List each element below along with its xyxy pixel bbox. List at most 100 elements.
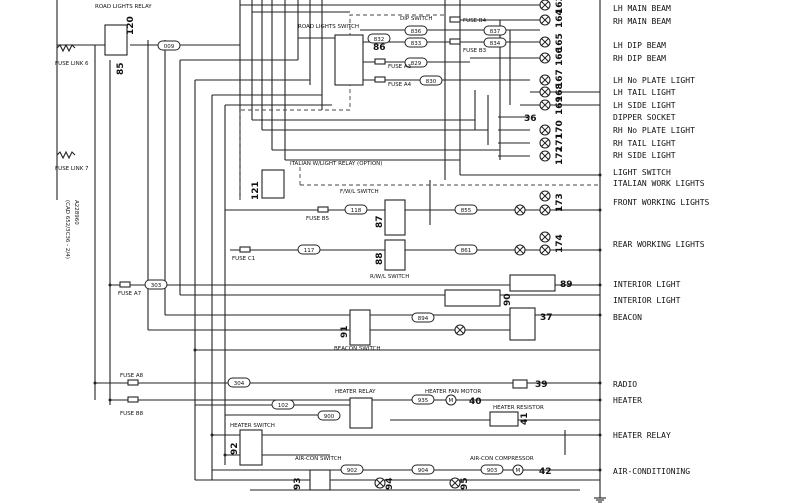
label-beacon: BEACON — [613, 313, 642, 322]
lamp-95 — [449, 477, 461, 489]
wire-902: 902 — [347, 468, 358, 474]
label-aircon-switch: AIR-CON SWITCH — [295, 456, 342, 462]
label-heater-resistor: HEATER RESISTOR — [493, 405, 544, 411]
label-front-working: FRONT WORKING LIGHTS — [613, 198, 710, 207]
ref-94: 94 — [385, 477, 395, 490]
lamp-164 — [539, 14, 551, 26]
ref-174: 174 — [555, 234, 565, 253]
label-rear-working: REAR WORKING LIGHTS — [613, 240, 705, 249]
lamp-173-a — [514, 204, 526, 216]
wire-903: 903 — [487, 468, 498, 474]
ref-171: 171 — [555, 133, 565, 152]
component-labels: ROAD LIGHTS RELAY ROAD LIGHTS SWITCH DIP… — [55, 4, 544, 462]
label-beacon-switch: BEACON SWITCH — [334, 346, 381, 352]
label-fuse-a4: FUSE A4 — [388, 82, 412, 88]
wire-836: 836 — [411, 29, 422, 35]
label-dipper-socket: DIPPER SOCKET — [613, 113, 676, 122]
wire-number-ovals — [144, 25, 507, 475]
label-heater: HEATER — [613, 396, 642, 405]
label-interior-1: INTERIOR LIGHT — [613, 280, 681, 289]
wire-832: 832 — [374, 37, 385, 43]
label-interior-2: INTERIOR LIGHT — [613, 296, 681, 305]
drawing-number: A228960 — [73, 200, 79, 225]
label-fuse-link-6: FUSE LINK 6 — [55, 61, 89, 67]
label-heater-relay-circuit: HEATER RELAY — [613, 431, 671, 440]
wire-861: 861 — [461, 248, 472, 254]
ref-121: 121 — [251, 181, 261, 200]
label-fuse-a3: FUSE A3 — [388, 64, 412, 70]
circuit-labels: LH MAIN BEAM RH MAIN BEAM LH DIP BEAM RH… — [613, 4, 710, 476]
label-fuse-b3: FUSE B3 — [463, 48, 487, 54]
ref-86: 86 — [373, 43, 386, 53]
ref-168: 168 — [555, 83, 565, 102]
wire-117: 117 — [304, 248, 315, 254]
wire-837: 837 — [490, 29, 501, 35]
junction-dots — [93, 173, 602, 472]
fuse-symbols — [119, 16, 461, 403]
label-rh-no-plate: RH No PLATE LIGHT — [613, 126, 695, 135]
label-road-lights-relay: ROAD LIGHTS RELAY — [95, 4, 152, 10]
lamp-166 — [539, 52, 551, 64]
label-air-conditioning: AIR-CONDITIONING — [613, 467, 690, 476]
wire-829: 829 — [411, 61, 422, 67]
ref-87: 87 — [375, 215, 385, 228]
label-fuse-c1: FUSE C1 — [232, 256, 255, 262]
label-lh-dip-beam: LH DIP BEAM — [613, 41, 666, 50]
label-road-lights-switch: ROAD LIGHTS SWITCH — [298, 24, 359, 30]
ref-163: 163 — [555, 0, 565, 14]
italian-option-dashed — [239, 14, 600, 200]
lamp-169 — [539, 99, 551, 111]
label-rwl-switch: R/W/L SWITCH — [370, 274, 409, 280]
lamp-174-b — [539, 231, 551, 243]
ref-173: 173 — [555, 193, 565, 212]
wire-834: 834 — [490, 41, 501, 47]
label-fuse-b5: FUSE B5 — [306, 216, 330, 222]
ref-93: 93 — [293, 477, 303, 490]
lamp-167 — [539, 74, 551, 86]
horizontal-wires — [57, 4, 600, 491]
wire-numbers: 009 832 836 837 833 834 829 830 118 855 … — [151, 29, 501, 474]
ref-164: 164 — [555, 9, 565, 28]
ref-166: 166 — [555, 47, 565, 66]
ref-120: 120 — [126, 16, 136, 35]
lamp-165 — [539, 36, 551, 48]
label-fuse-b4: FUSE B4 — [463, 18, 487, 24]
lamp-173-b — [539, 190, 551, 202]
label-italian-relay: ITALIAN W/LIGHT RELAY (OPTION) — [290, 161, 382, 167]
label-dip-switch: DIP SWITCH — [400, 16, 433, 22]
ref-169: 169 — [555, 96, 565, 115]
lamp-94 — [374, 477, 386, 489]
ref-95: 95 — [460, 477, 470, 490]
lamp-174-c — [539, 244, 551, 256]
fuse-links — [56, 43, 76, 160]
lamp-beacon — [454, 324, 466, 336]
ref-90: 90 — [503, 293, 513, 306]
ref-89: 89 — [560, 280, 573, 290]
wire-304: 304 — [234, 381, 245, 387]
wire-894: 894 — [418, 316, 429, 322]
label-aircon-compressor: AIR-CON COMPRESSOR — [470, 456, 534, 462]
wire-009: 009 — [164, 44, 175, 50]
lamp-174-a — [514, 244, 526, 256]
svg-text:M: M — [449, 398, 454, 404]
label-fuse-a8: FUSE A8 — [120, 373, 144, 379]
ref-37: 37 — [540, 313, 553, 323]
wire-833: 833 — [411, 41, 422, 47]
label-italian-work: ITALIAN WORK LIGHTS — [613, 179, 705, 188]
label-lh-main-beam: LH MAIN BEAM — [613, 4, 671, 13]
ref-91: 91 — [340, 325, 350, 338]
label-heater-switch: HEATER SWITCH — [230, 423, 275, 429]
ref-170: 170 — [555, 120, 565, 139]
component-boxes — [104, 24, 556, 491]
label-fwl-switch: F/W/L SWITCH — [340, 189, 379, 195]
wire-303: 303 — [151, 283, 162, 289]
label-rh-tail: RH TAIL LIGHT — [613, 139, 676, 148]
ref-39: 39 — [535, 380, 548, 390]
cad-reference: (CAD 652/3C36 - 2/4) — [64, 200, 70, 259]
reference-numbers: 120 85 86 163 164 165 166 167 168 169 36… — [116, 0, 573, 490]
lamp-163 — [539, 0, 551, 11]
ref-85: 85 — [116, 62, 126, 75]
wire-102: 102 — [278, 403, 289, 409]
label-fuse-a7: FUSE A7 — [118, 291, 142, 297]
